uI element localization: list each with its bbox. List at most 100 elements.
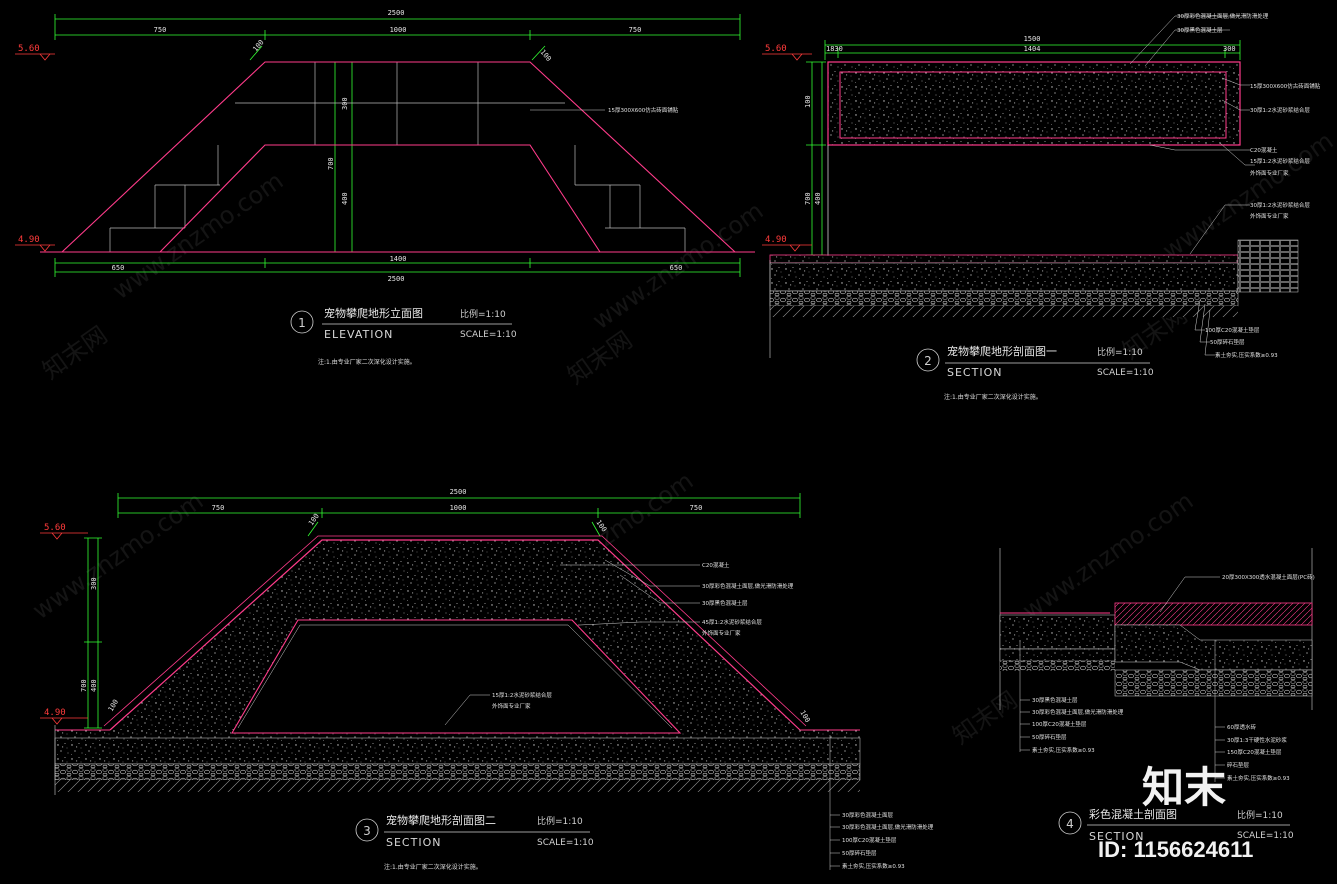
view3-bottom-label-4: 50厚碎石垫层: [842, 849, 877, 857]
view2-scale-en: SCALE=1:10: [1097, 368, 1154, 378]
view4-right-label-5: 素土夯实,压实系数≥0.93: [1227, 774, 1290, 782]
view1-title-en: ELEVATION: [324, 328, 393, 341]
view3-bottom-label-2: 30厚彩色混凝土面层,做光滑防滑处理: [842, 823, 934, 831]
view2-label-5: C20混凝土: [1250, 146, 1278, 154]
dim-right-top: 750: [629, 26, 642, 34]
watermark-cn: 知末网: [37, 321, 112, 385]
view1-scale-cn: 比例=1:10: [460, 308, 506, 320]
dim-total-top: 1500: [1024, 35, 1041, 43]
view-1-elevation: 2500 750 1000 750 100 100 1400 650 650 2…: [15, 9, 755, 366]
view2-bottom-label-2: 50厚碎石垫层: [1210, 338, 1245, 346]
watermark-cn: 知末网: [947, 686, 1022, 750]
dim-vert-f: 100: [107, 698, 120, 713]
view3-scale-en: SCALE=1:10: [537, 838, 594, 848]
view1-note: 注:1.由专业厂家二次深化设计实施。: [318, 358, 416, 366]
view3-label-1: C20混凝土: [702, 561, 730, 569]
dim-vert-a: 300: [341, 97, 349, 110]
view3-label-2: 30厚彩色混凝土面层,做光滑防滑处理: [702, 582, 794, 590]
view3-inner-label-1: 15厚1:2水泥砂浆结合层: [492, 691, 552, 699]
view4-left-label-1: 30厚黑色混凝土层: [1032, 696, 1078, 704]
dim-slope-left: 100: [251, 38, 265, 53]
view3-bottom-label-5: 素土夯实,压实系数≥0.93: [842, 862, 905, 870]
dim-vert-b: 700: [804, 192, 812, 205]
level-bottom: 4.90: [18, 235, 40, 245]
view4-left-label-5: 素土夯实,压实系数≥0.93: [1032, 746, 1095, 754]
view3-bottom-label-1: 30厚彩色混凝土面层: [842, 811, 893, 819]
dim-mid-bottom: 1400: [390, 255, 407, 263]
view2-scale-cn: 比例=1:10: [1097, 346, 1143, 358]
view2-label-1: 30厚彩色混凝土面层,做光滑防滑处理: [1177, 12, 1269, 20]
view3-title-en: SECTION: [386, 836, 441, 849]
view3-label-4: 45厚1:2水泥砂浆结合层: [702, 618, 762, 626]
dim-vert-g: 100: [798, 709, 811, 724]
level-bottom: 4.90: [765, 235, 787, 245]
view3-label-5: 外饰面专业厂家: [702, 629, 741, 637]
view4-right-label-4: 碎石垫层: [1227, 761, 1250, 769]
dim-vert-b: 700: [80, 679, 88, 692]
view2-label-3: 15厚300X600仿古砖面铺贴: [1250, 82, 1321, 90]
dim-left-top: 1830: [826, 45, 843, 53]
view4-label-top: 20厚300X300透水混凝土面层(PC砖): [1222, 573, 1315, 581]
watermark-logo: 知末: [1142, 763, 1226, 812]
view4-right-label-2: 30厚1:3干硬性水泥砂浆: [1227, 736, 1287, 744]
view3-scale-cn: 比例=1:10: [537, 815, 583, 827]
view3-title-cn: 宠物攀爬地形剖面图二: [386, 813, 496, 827]
view4-number: 4: [1066, 817, 1074, 831]
watermark-cn: 知末网: [562, 326, 637, 390]
view2-title-cn: 宠物攀爬地形剖面图一: [947, 344, 1057, 358]
view4-left-label-4: 50厚碎石垫层: [1032, 733, 1067, 741]
view-4-section: 20厚300X300透水混凝土面层(PC砖) 30厚黑色混凝土层 30厚彩色混凝…: [999, 548, 1315, 843]
view2-label-9: 外饰面专业厂家: [1250, 212, 1289, 220]
dim-right-top: 750: [690, 504, 703, 512]
view2-title-en: SECTION: [947, 366, 1002, 379]
view4-scale-cn: 比例=1:10: [1237, 809, 1283, 821]
dim-vert-a: 300: [90, 577, 98, 590]
view2-bottom-label-1: 100厚C20混凝土垫层: [1205, 326, 1260, 334]
dim-total-top: 2500: [450, 488, 467, 496]
level-top: 5.60: [44, 523, 66, 533]
view1-scale-en: SCALE=1:10: [460, 330, 517, 340]
view3-number: 3: [363, 824, 371, 838]
view2-note: 注:1.由专业厂家二次深化设计实施。: [944, 393, 1042, 401]
view2-label-6: 15厚1:2水泥砂浆结合层: [1250, 157, 1310, 165]
level-top: 5.60: [18, 44, 40, 54]
dim-mid-top: 1000: [450, 504, 467, 512]
view3-note: 注:1.由专业厂家二次深化设计实施。: [384, 863, 482, 871]
view3-bottom-label-3: 100厚C20混凝土垫层: [842, 836, 897, 844]
dim-right-bottom: 650: [670, 264, 683, 272]
watermark-text: www.znzmo.com: [107, 167, 288, 305]
view1-number: 1: [298, 316, 306, 330]
dim-mid-top: 1404: [1024, 45, 1041, 53]
view2-bottom-label-3: 素土夯实,压实系数≥0.93: [1215, 351, 1278, 359]
dim-total-top: 2500: [388, 9, 405, 17]
view4-left-label-3: 100厚C20混凝土垫层: [1032, 720, 1087, 728]
view4-left-label-2: 30厚彩色混凝土面层,做光滑防滑处理: [1032, 708, 1124, 716]
dim-vert-c: 400: [814, 192, 822, 205]
watermark-id: ID: 1156624611: [1098, 837, 1253, 862]
view2-label-7: 外饰面专业厂家: [1250, 169, 1289, 177]
level-bottom: 4.90: [44, 708, 66, 718]
dim-left-top: 750: [212, 504, 225, 512]
dim-total-bottom: 2500: [388, 275, 405, 283]
view1-title-cn: 宠物攀爬地形立面图: [324, 306, 423, 320]
dim-right-top: 300: [1223, 45, 1236, 53]
dim-mid-top: 1000: [390, 26, 407, 34]
view4-title-cn: 彩色混凝土剖面图: [1089, 807, 1177, 821]
view1-label: 15厚300X600仿古砖面铺贴: [608, 106, 679, 114]
view-2-section: 1500 1830 1404 300 100 700 400 5.60 4.90: [762, 12, 1321, 401]
view4-right-label-3: 150厚C20混凝土垫层: [1227, 748, 1282, 756]
view2-label-8: 30厚1:2水泥砂浆结合层: [1250, 201, 1310, 209]
dim-vert-b: 700: [327, 157, 335, 170]
view2-number: 2: [924, 354, 932, 368]
view4-scale-en: SCALE=1:10: [1237, 831, 1294, 841]
view3-label-3: 30厚黑色混凝土层: [702, 599, 748, 607]
dim-slope-left: 100: [307, 512, 321, 527]
view2-label-2: 30厚黑色混凝土层: [1177, 26, 1223, 34]
dim-left-top: 750: [154, 26, 167, 34]
view2-label-4: 30厚1:2水泥砂浆结合层: [1250, 106, 1310, 114]
view-3-section: 2500 750 1000 750 100 100 300 700 400 30…: [40, 488, 934, 871]
dim-vert-c: 400: [341, 192, 349, 205]
dim-vert-a: 100: [804, 95, 812, 108]
level-top: 5.60: [765, 44, 787, 54]
